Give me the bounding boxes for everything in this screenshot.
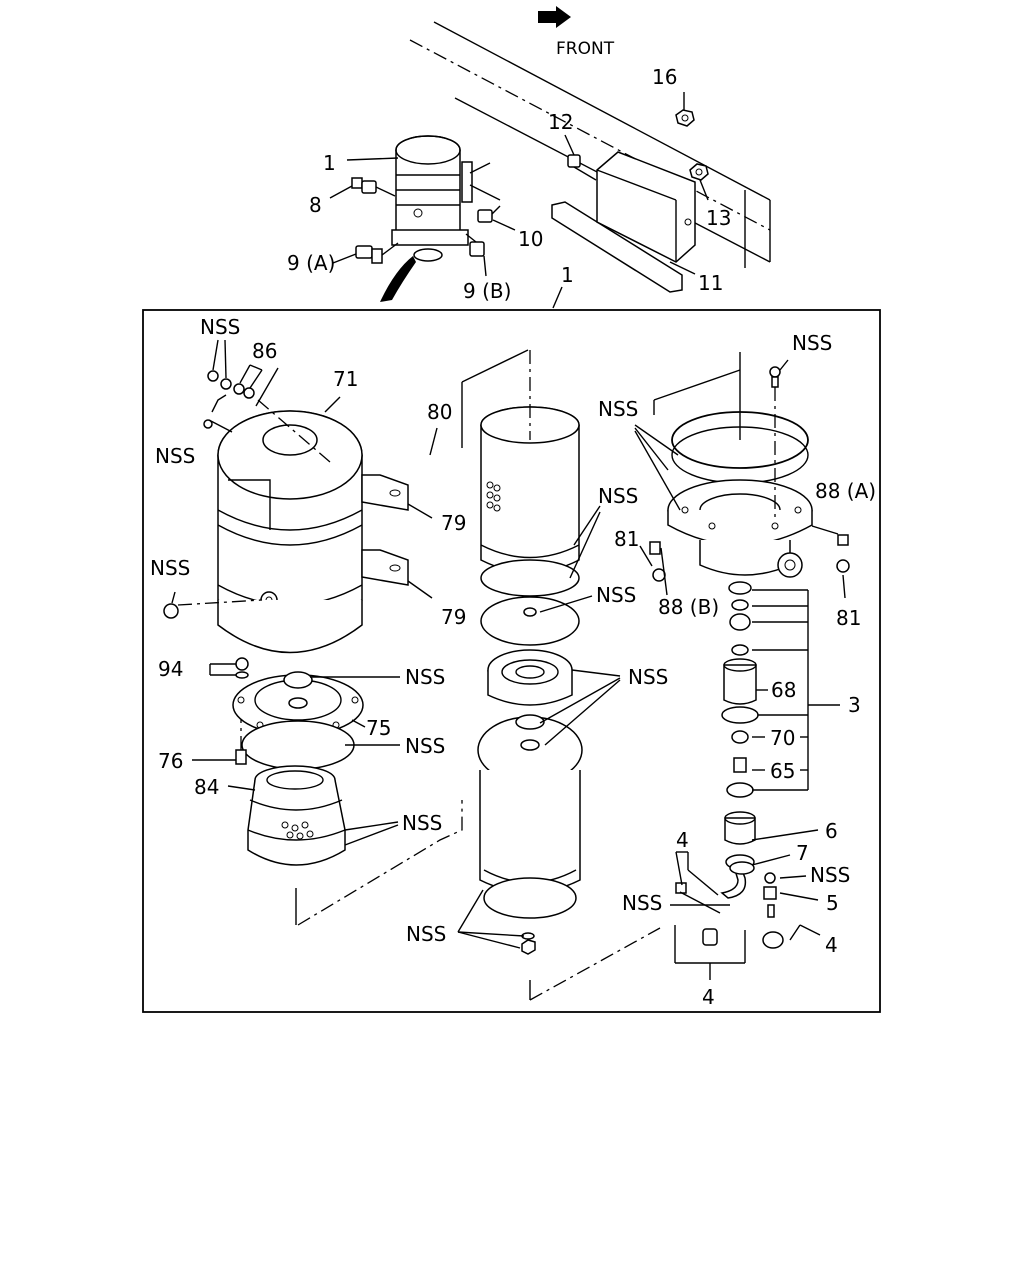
label-86: 86 <box>252 339 277 363</box>
label-8: 8 <box>309 193 322 217</box>
label-nss-n: NSS <box>406 922 446 946</box>
bracket-88a <box>837 534 849 546</box>
label-84: 84 <box>194 775 219 799</box>
label-1-mid: 1 <box>561 263 574 287</box>
label-3: 3 <box>848 693 861 717</box>
valve-stack <box>721 581 759 870</box>
small-parts-86 <box>203 339 331 463</box>
label-81a: 81 <box>614 527 639 551</box>
bolt-10 <box>477 205 501 223</box>
bolt-81-right <box>836 559 850 573</box>
label-65: 65 <box>770 759 795 783</box>
label-75: 75 <box>366 716 391 740</box>
nss-bolt-left <box>163 591 263 619</box>
detail-arrow-icon <box>380 256 416 302</box>
part-94 <box>209 657 249 679</box>
bracket-80-top <box>461 349 529 383</box>
label-76: 76 <box>158 749 183 773</box>
label-80: 80 <box>427 400 452 424</box>
air-dryer-top <box>391 135 473 262</box>
nut-13 <box>689 163 709 181</box>
label-nss-a: NSS <box>200 315 240 339</box>
label-nss-i: NSS <box>405 734 445 758</box>
gasket-cartridge <box>480 559 580 597</box>
front-label: FRONT <box>556 39 615 59</box>
label-5: 5 <box>826 891 839 915</box>
label-7: 7 <box>796 841 809 865</box>
bolt-76 <box>235 720 247 765</box>
part-84 <box>247 765 346 866</box>
front-arrow-icon <box>538 6 571 28</box>
callout-lines-bottom <box>295 800 746 1001</box>
label-nss-m: NSS <box>628 665 668 689</box>
label-79b: 79 <box>441 605 466 629</box>
label-68: 68 <box>771 678 796 702</box>
label-nss-e: NSS <box>598 484 638 508</box>
label-4c: 4 <box>702 985 715 1009</box>
label-nss-b: NSS <box>155 444 195 468</box>
label-nss-l: NSS <box>622 891 662 915</box>
leaders-top <box>329 92 709 309</box>
drain-assembly <box>675 861 784 949</box>
valve-body-right <box>667 411 813 578</box>
piston-middle <box>487 649 573 706</box>
label-9a: 9 (A) <box>287 251 335 275</box>
plate-middle <box>480 596 580 646</box>
nss-bolt-right-top <box>769 366 781 520</box>
label-13: 13 <box>706 206 731 230</box>
bolt-12 <box>567 154 597 181</box>
nut-16 <box>675 109 695 127</box>
label-70: 70 <box>770 726 795 750</box>
label-79a: 79 <box>441 511 466 535</box>
label-nss-c: NSS <box>792 331 832 355</box>
label-nss-g: NSS <box>596 583 636 607</box>
leaders-detail <box>192 367 846 949</box>
label-81b: 81 <box>836 606 861 630</box>
body-middle <box>477 714 583 919</box>
label-4b: 4 <box>825 933 838 957</box>
label-11: 11 <box>698 271 723 295</box>
cover-75 <box>232 671 364 770</box>
fitting-8 <box>351 177 396 197</box>
detail-frame <box>142 309 881 1013</box>
label-88b: 88 (B) <box>658 595 719 619</box>
label-nss-k: NSS <box>810 863 850 887</box>
label-88a: 88 (A) <box>815 479 876 503</box>
bracket-11 <box>551 151 696 293</box>
label-4a: 4 <box>676 828 689 852</box>
label-71: 71 <box>333 367 358 391</box>
label-12: 12 <box>548 110 573 134</box>
housing-71 <box>217 410 409 654</box>
group-3-bracket <box>752 589 840 791</box>
label-94: 94 <box>158 657 183 681</box>
label-9b: 9 (B) <box>463 279 511 303</box>
label-nss-d: NSS <box>598 397 638 421</box>
label-1-top: 1 <box>323 151 336 175</box>
fitting-9b <box>465 233 485 257</box>
label-nss-h: NSS <box>405 665 445 689</box>
label-nss-f: NSS <box>150 556 190 580</box>
nss-nut-middle <box>523 607 537 617</box>
label-6: 6 <box>825 819 838 843</box>
cartridge-80 <box>480 350 580 574</box>
label-10: 10 <box>518 227 543 251</box>
label-nss-j: NSS <box>402 811 442 835</box>
bracket-lines-right <box>634 352 839 535</box>
label-16: 16 <box>652 65 677 89</box>
fitting-9a <box>355 242 399 264</box>
